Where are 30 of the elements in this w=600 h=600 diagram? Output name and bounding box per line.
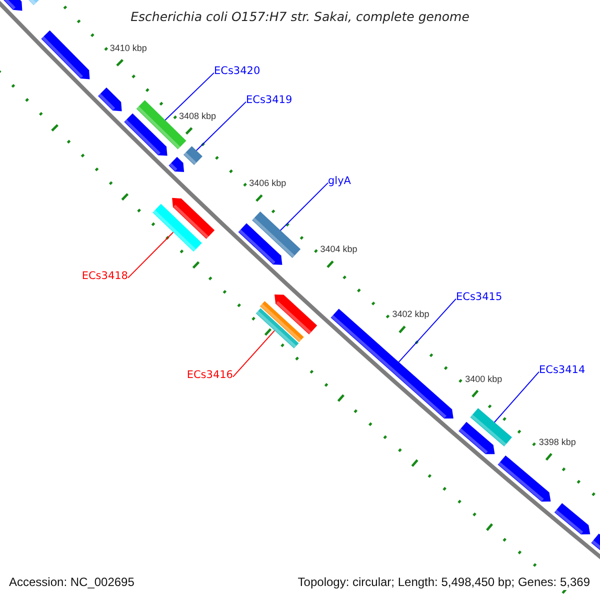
- scale-label: 3410 kbp: [110, 42, 147, 53]
- scale-label: 3398 kbp: [538, 436, 576, 447]
- leader-line: [128, 232, 174, 278]
- genome-stats-text: Topology: circular; Length: 5,498,450 bp; Genes: 5,369: [296, 574, 592, 590]
- gene-segment: [152, 204, 202, 252]
- leader-line: [164, 72, 214, 121]
- leader-line: [232, 330, 276, 378]
- gene-label: ECs3416: [186, 369, 233, 382]
- gene-label: ECs3415: [456, 291, 502, 304]
- leader-line: [196, 101, 246, 152]
- gene-label: glyA: [328, 175, 351, 188]
- gene-label: ECs3420: [214, 65, 260, 78]
- gene-label: ECs3419: [246, 94, 292, 107]
- scale-label: 3404 kbp: [320, 244, 358, 254]
- leader-line: [494, 371, 540, 423]
- scale-label: 3400 kbp: [465, 374, 502, 384]
- title: Escherichia coli O157:H7 str. Sakai, complete genome: [130, 9, 470, 24]
- scale-label: 3406 kbp: [249, 178, 286, 188]
- gene-segment: [252, 211, 301, 258]
- gene-segment: [330, 308, 454, 419]
- accession-text: Accession: NC_002695: [7, 574, 136, 590]
- gene-segment: [470, 408, 512, 446]
- leader-line: [398, 298, 456, 363]
- gene-segment: [256, 308, 299, 348]
- scale-label: 3408 kbp: [179, 110, 216, 121]
- scale-label: 3402 kbp: [392, 309, 430, 320]
- gene-label: ECs3414: [539, 364, 586, 377]
- leader-line: [280, 182, 328, 231]
- gene-label: ECs3418: [82, 270, 128, 283]
- gene-segment: [183, 146, 202, 166]
